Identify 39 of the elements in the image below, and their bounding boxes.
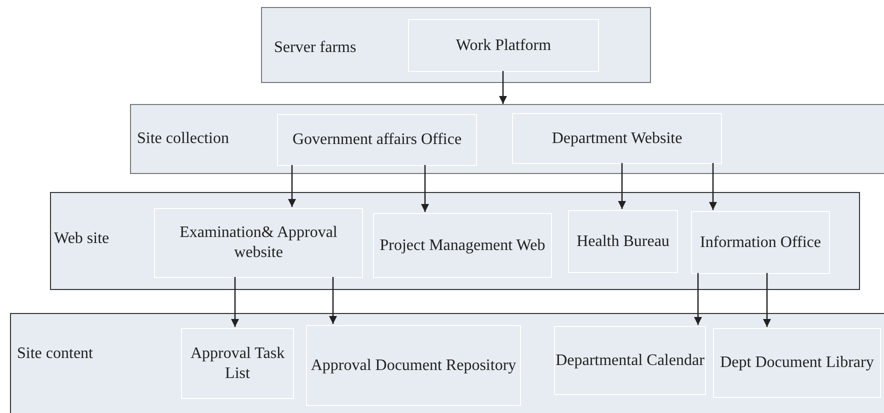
arrow [618,163,626,209]
site-label: Government affairs Office [292,130,462,150]
site-box [568,210,678,273]
layer-label: Site content [17,344,93,364]
arrow [421,165,429,212]
site-label: Information Office [700,232,821,252]
layer-label: Server farms [274,38,356,58]
site-label: Dept Document Library [720,353,874,373]
arrow [709,163,717,210]
arrow [329,277,337,324]
site-box [713,328,881,398]
site-label: Project Management Web [380,236,546,256]
site-box [512,113,722,164]
site-box [408,19,599,72]
arrow [763,273,771,327]
arrow [231,277,239,327]
site-box [154,208,363,278]
site-box [373,213,552,278]
site-label: Health Bureau [576,232,670,252]
layer-band [130,104,884,174]
site-box [181,328,294,399]
layer-band [261,7,651,83]
layer-band [50,192,860,290]
site-box [691,211,830,274]
arrow [288,165,296,207]
layer-band [10,313,884,413]
site-label: Department Website [552,128,682,148]
site-box [306,325,521,406]
site-label: Approval Task List [189,344,286,384]
site-box [277,114,477,166]
arrow [499,71,507,104]
site-label: Departmental Calendar [556,350,704,370]
site-label: Approval Document Repository [310,356,516,376]
site-box [554,326,706,395]
arrow [694,273,702,325]
site-label: Work Platform [456,36,552,56]
site-label: Examination& Approval website [178,223,338,263]
layer-label: Site collection [137,129,229,149]
layer-label: Web site [54,229,110,249]
